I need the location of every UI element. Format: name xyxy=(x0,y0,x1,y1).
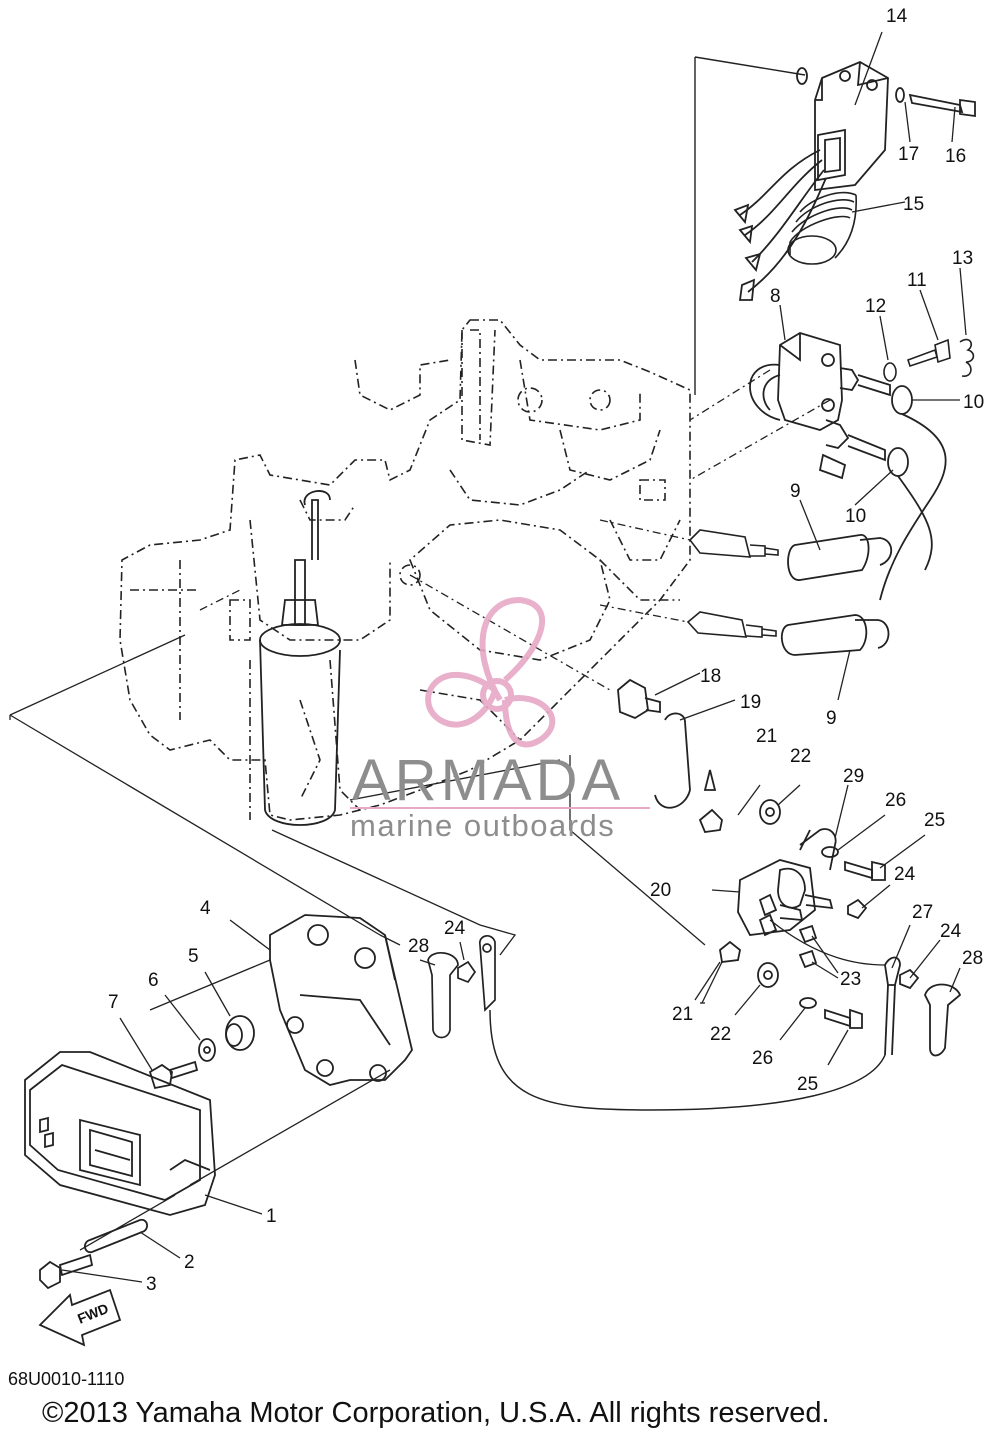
callout-10b: 10 xyxy=(845,506,866,527)
relay-assembly xyxy=(698,799,962,1057)
callout-22a: 22 xyxy=(790,746,811,767)
brand-tagline: marine outboards xyxy=(350,808,615,843)
callout-6: 6 xyxy=(148,970,159,991)
ground-terminal xyxy=(427,935,496,1039)
copyright-notice: ©2013 Yamaha Motor Corporation, U.S.A. A… xyxy=(42,1397,830,1429)
callout-24b: 24 xyxy=(940,921,962,942)
callout-21a: 21 xyxy=(756,726,777,747)
coil-bolt xyxy=(883,338,975,382)
brand-name: ARMADA xyxy=(352,748,624,813)
callout-9b: 9 xyxy=(826,708,837,729)
callout-25b: 25 xyxy=(797,1074,818,1095)
assembly-lines xyxy=(9,634,706,1251)
callout-1: 1 xyxy=(266,1206,277,1227)
callout-3: 3 xyxy=(146,1274,157,1295)
callout-17: 17 xyxy=(898,144,919,165)
callout-29: 29 xyxy=(843,766,864,787)
callout-28b: 28 xyxy=(408,936,429,957)
thermo-switch xyxy=(617,678,717,809)
engine-block-outline xyxy=(119,319,691,821)
callout-13: 13 xyxy=(952,248,973,269)
callout-16: 16 xyxy=(945,146,966,167)
callout-18: 18 xyxy=(700,666,721,687)
callout-14: 14 xyxy=(886,6,908,27)
callout-28a: 28 xyxy=(962,948,983,969)
callout-20: 20 xyxy=(650,880,671,901)
wire-spiral xyxy=(787,191,857,265)
ignition-coil xyxy=(749,332,947,601)
callout-10a: 10 xyxy=(963,392,984,413)
spark-plugs xyxy=(686,529,779,638)
callout-9a: 9 xyxy=(790,481,801,502)
callout-24a: 24 xyxy=(894,864,916,885)
ground-wire xyxy=(489,1009,886,1111)
callout-21b: 21 xyxy=(672,1004,693,1025)
leader-lines xyxy=(654,31,967,1066)
callout-8: 8 xyxy=(770,286,781,307)
grommet-washer xyxy=(148,1015,255,1090)
callout-5: 5 xyxy=(188,946,199,967)
callout-19: 19 xyxy=(740,692,761,713)
cdi-unit xyxy=(733,60,976,301)
callout-7: 7 xyxy=(108,992,119,1013)
callout-24c: 24 xyxy=(444,918,466,939)
callout-22b: 22 xyxy=(710,1024,731,1045)
callout-11: 11 xyxy=(907,270,927,291)
callout-12: 12 xyxy=(865,296,886,317)
spark-plug-caps xyxy=(780,534,893,656)
callout-23: 23 xyxy=(840,969,861,990)
callout-26b: 26 xyxy=(752,1048,773,1069)
callout-26a: 26 xyxy=(885,790,906,811)
collar-bolt xyxy=(39,1218,148,1290)
forward-arrow-icon: FWD xyxy=(38,1288,122,1347)
callout-labels: 14 17 16 15 13 11 12 8 10 10 9 9 18 19 2… xyxy=(108,6,984,1295)
callout-27: 27 xyxy=(912,902,933,923)
cdi-cover xyxy=(24,1051,216,1216)
callout-leaders-left xyxy=(61,919,723,1283)
armada-logo-icon xyxy=(425,596,556,748)
dash-leaders xyxy=(199,369,831,691)
callout-15: 15 xyxy=(903,194,924,215)
callout-2: 2 xyxy=(184,1252,195,1273)
diagram-code: 68U0010-1110 xyxy=(8,1369,124,1389)
relay-lead-line xyxy=(769,919,886,966)
starter-motor xyxy=(259,490,341,826)
cdi-bracket-line xyxy=(694,56,806,76)
callout-4: 4 xyxy=(200,898,211,919)
mount-bracket xyxy=(269,914,413,1086)
callout-25a: 25 xyxy=(924,810,945,831)
